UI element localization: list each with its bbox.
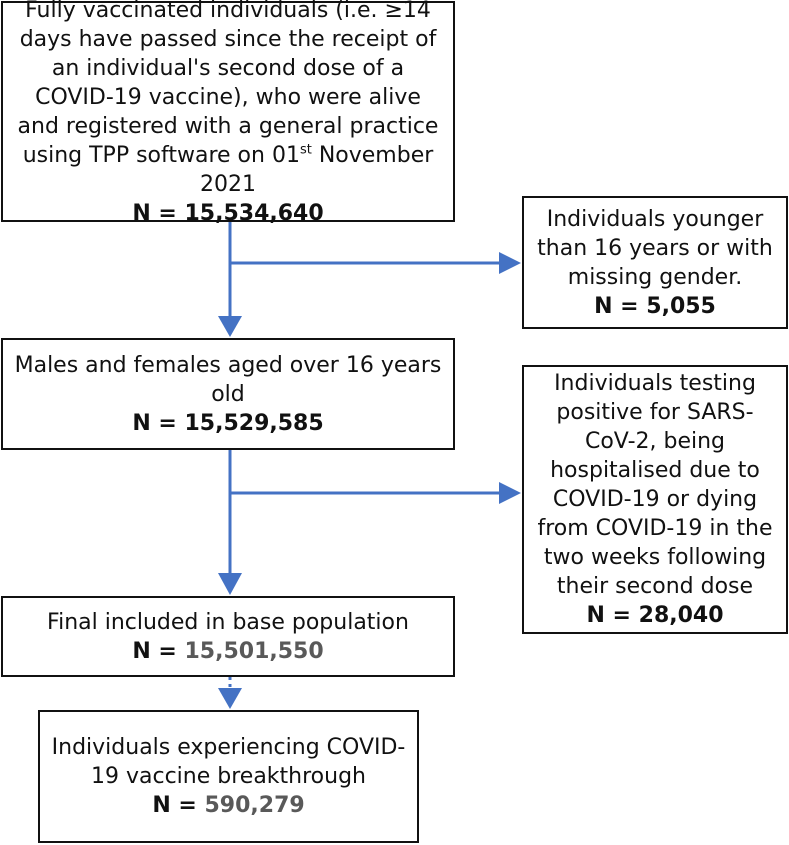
- excluded-young-gender-description: Individuals younger than 16 years or wit…: [537, 206, 773, 290]
- excluded-early-covid-description: Individuals testing positive for SARS-Co…: [537, 371, 773, 599]
- final-base-population-description: Final included in base population: [47, 609, 409, 635]
- breakthrough-box: Individuals experiencing COVID-19 vaccin…: [38, 710, 419, 843]
- males-females-16-description: Males and females aged over 16 years old: [14, 352, 442, 407]
- males-females-16-count: N = 15,529,585: [132, 410, 324, 436]
- fully-vaccinated-count: N = 15,534,640: [132, 200, 324, 226]
- arrow-1-to-3: [218, 222, 242, 337]
- date-superscript: st: [299, 142, 312, 158]
- breakthrough-count: N = 590,279: [152, 793, 305, 818]
- males-females-16-box: Males and females aged over 16 years old…: [1, 338, 455, 450]
- fully-vaccinated-description: Fully vaccinated individuals (i.e. ≥14 d…: [17, 0, 439, 197]
- arrow-branch-to-excluded-2: [230, 482, 521, 504]
- arrow-branch-to-excluded-1: [230, 252, 521, 274]
- arrow-3-to-5: [218, 450, 242, 595]
- final-base-population-box: Final included in base population N = 15…: [1, 596, 455, 677]
- dotted-arrow-5-to-6: [218, 677, 242, 709]
- final-base-population-count: N = 15,501,550: [132, 638, 324, 664]
- excluded-early-covid-count: N = 28,040: [586, 603, 724, 628]
- breakthrough-description: Individuals experiencing COVID-19 vaccin…: [51, 735, 406, 789]
- fully-vaccinated-box: Fully vaccinated individuals (i.e. ≥14 d…: [1, 0, 455, 226]
- excluded-early-covid-box: Individuals testing positive for SARS-Co…: [522, 365, 788, 634]
- excluded-young-gender-box: Individuals younger than 16 years or wit…: [522, 196, 788, 329]
- excluded-young-gender-count: N = 5,055: [594, 293, 716, 319]
